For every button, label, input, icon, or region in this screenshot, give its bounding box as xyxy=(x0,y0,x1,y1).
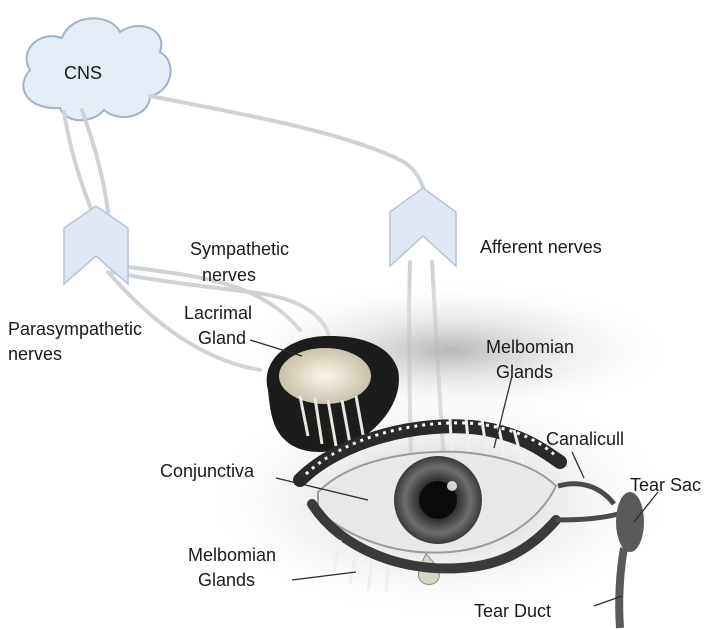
label-tear-duct: Tear Duct xyxy=(474,600,551,622)
tear-sac xyxy=(616,492,644,552)
label-tear-sac: Tear Sac xyxy=(630,474,701,496)
label-afferent-nerves: Afferent nerves xyxy=(480,236,602,258)
label-parasympathetic-line1: Parasympathetic xyxy=(8,318,142,340)
label-meibomian-lower-line2: Glands xyxy=(198,569,255,591)
lacrimal-gland xyxy=(279,348,371,404)
eye-highlight xyxy=(447,481,457,491)
tear-duct-tube xyxy=(619,548,624,628)
label-sympathetic-line2: nerves xyxy=(202,264,256,286)
label-meibomian-upper-line2: Glands xyxy=(496,361,553,383)
label-meibomian-lower-line1: Melbomian xyxy=(188,544,276,566)
label-cns: CNS xyxy=(64,62,102,84)
label-sympathetic-line1: Sympathetic xyxy=(190,238,289,260)
afferent-ganglion xyxy=(390,188,456,266)
label-lacrimal-line1: Lacrimal xyxy=(184,302,252,324)
label-parasympathetic-line2: nerves xyxy=(8,343,62,365)
label-lacrimal-line2: Gland xyxy=(198,327,246,349)
label-meibomian-upper-line1: Melbomian xyxy=(486,336,574,358)
label-conjunctiva: Conjunctiva xyxy=(160,460,254,482)
label-canaliculi: Canalicull xyxy=(546,428,624,450)
parasympathetic-ganglion xyxy=(64,206,128,284)
